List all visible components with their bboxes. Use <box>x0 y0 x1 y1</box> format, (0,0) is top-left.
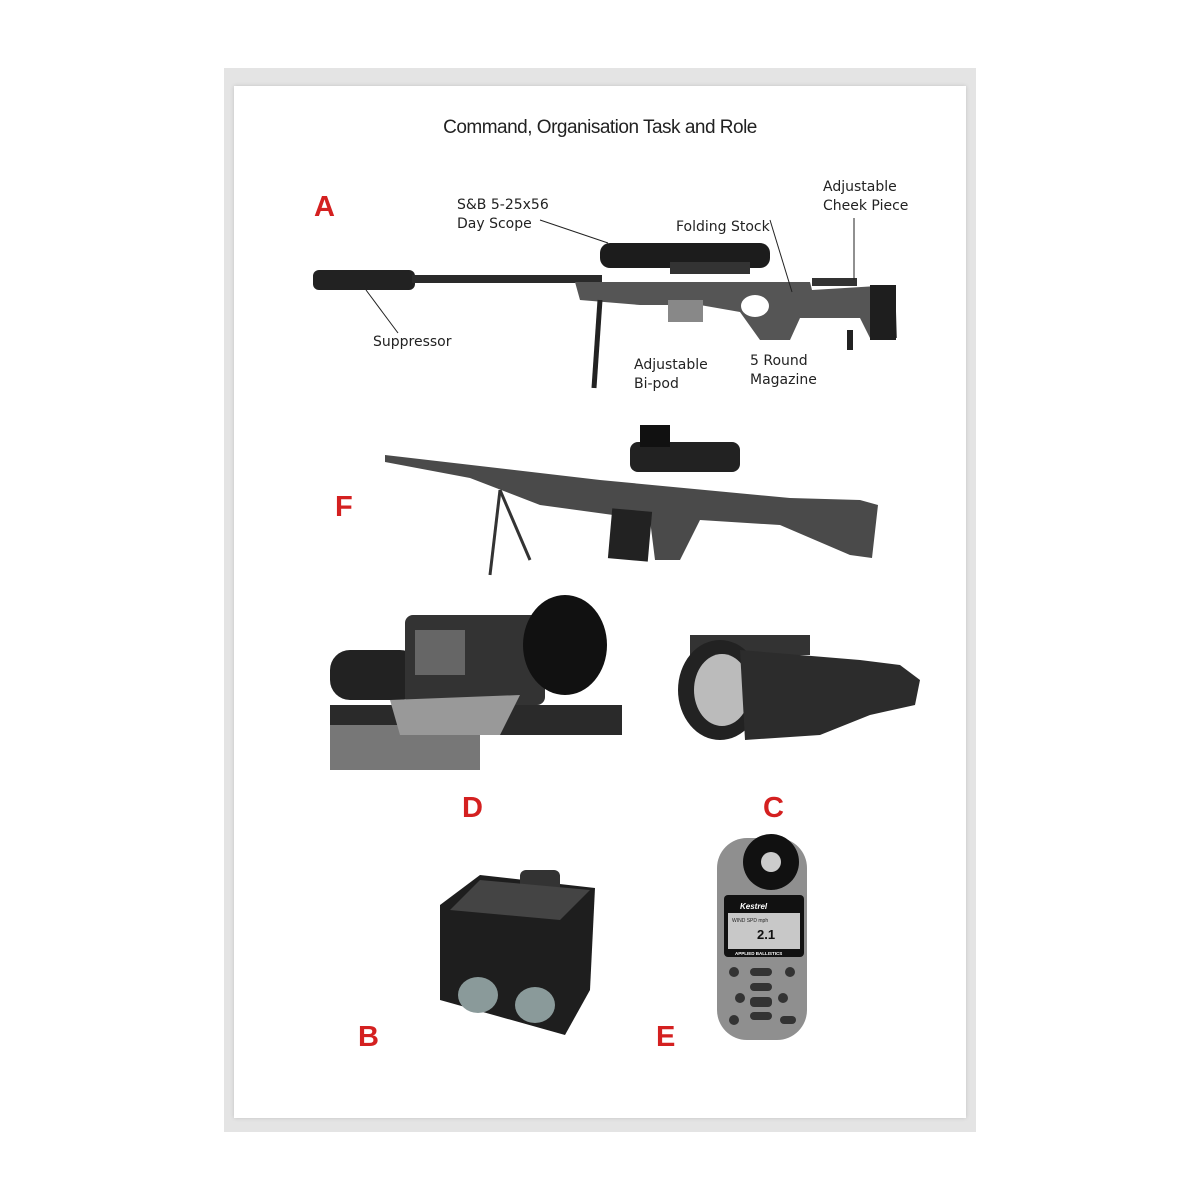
callout-scope: S&B 5-25x56 Day Scope <box>457 197 549 232</box>
figure-label-a: A <box>314 191 335 223</box>
callout-cheek-piece: Adjustable Cheek Piece <box>823 179 909 214</box>
kestrel-readout-label: WIND SPD mph <box>732 918 768 924</box>
kestrel-weather-meter-image: Kestrel WIND SPD mph 2.1 APPLIED BALLIST… <box>717 834 807 1040</box>
callout-suppressor: Suppressor <box>373 334 452 350</box>
figure-label-e: E <box>656 1021 676 1053</box>
laser-rangefinder-image <box>440 870 595 1035</box>
figure-label-d: D <box>462 792 483 824</box>
thermal-sight-mounted-image <box>330 595 622 770</box>
callout-magazine: 5 Round Magazine <box>750 353 817 388</box>
page-title: Command, Organisation Task and Role <box>443 117 757 138</box>
kestrel-footer: APPLIED BALLISTICS <box>735 951 782 956</box>
callout-folding-stock: Folding Stock <box>676 219 770 235</box>
sniper-rifle-image <box>313 218 897 389</box>
semi-auto-rifle-image <box>385 425 878 576</box>
kestrel-brand: Kestrel <box>740 902 768 911</box>
thermal-sight-image <box>678 635 920 740</box>
callout-bipod: Adjustable Bi-pod <box>634 357 708 392</box>
figure-label-f: F <box>335 491 353 523</box>
figure-label-c: C <box>763 792 784 824</box>
figure-label-b: B <box>358 1021 379 1053</box>
kestrel-readout-value: 2.1 <box>757 927 775 942</box>
